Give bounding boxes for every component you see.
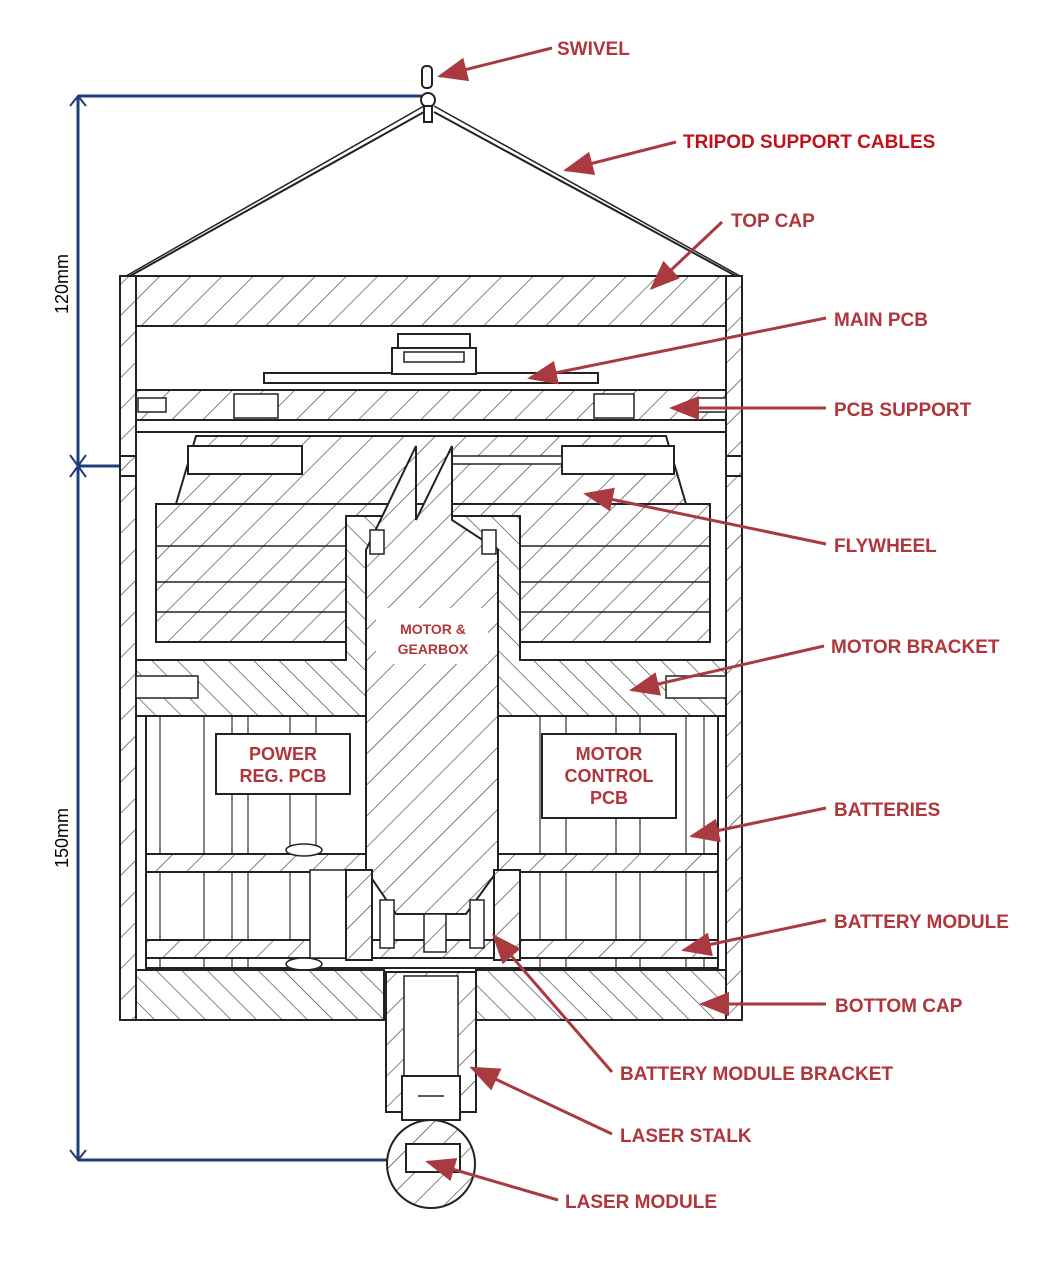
main-pcb — [263, 333, 599, 384]
motor-control-pcb-label-line1: MOTOR — [576, 744, 643, 764]
power-reg-pcb-label-line1: POWER — [249, 744, 317, 764]
housing-walls — [119, 275, 743, 1021]
swivel — [420, 65, 436, 123]
callout-arrows — [425, 46, 827, 1202]
label-laser-stalk: LASER STALK — [620, 1126, 752, 1147]
motor-control-pcb-label-line3: PCB — [590, 788, 628, 808]
power-reg-pcb-label-line2: REG. PCB — [239, 766, 326, 786]
pcb-support — [135, 389, 727, 433]
label-motor-bracket: MOTOR BRACKET — [831, 637, 1000, 658]
label-flywheel: FLYWHEEL — [834, 536, 937, 557]
motor-control-pcb-label-line2: CONTROL — [565, 766, 654, 786]
top-cap — [135, 275, 727, 327]
motor-control-pcb — [541, 733, 677, 819]
motor-gearbox-label-line2: GEARBOX — [398, 641, 469, 657]
dimension-lower-label: 150mm — [52, 808, 72, 868]
power-reg-pcb — [215, 733, 351, 795]
label-top-cap: TOP CAP — [731, 211, 815, 232]
label-battery-module-bracket: BATTERY MODULE BRACKET — [620, 1064, 893, 1085]
label-main-pcb: MAIN PCB — [834, 310, 928, 331]
tripod-support-cables — [125, 105, 741, 277]
motor-gearbox-label-line1: MOTOR & — [400, 621, 466, 637]
label-tripod-support-cables: TRIPOD SUPPORT CABLES — [683, 132, 935, 153]
label-laser-module: LASER MODULE — [565, 1192, 717, 1213]
bottom-cap — [135, 969, 727, 1021]
motor-gearbox — [365, 445, 499, 953]
dimension-lines — [69, 94, 425, 1162]
laser-stalk — [385, 971, 477, 1121]
label-battery-module: BATTERY MODULE — [834, 912, 1009, 933]
label-swivel: SWIVEL — [557, 39, 630, 60]
dimension-upper-label: 120mm — [52, 254, 72, 314]
label-bottom-cap: BOTTOM CAP — [835, 996, 963, 1017]
label-batteries: BATTERIES — [834, 800, 940, 821]
label-pcb-support: PCB SUPPORT — [834, 400, 972, 421]
